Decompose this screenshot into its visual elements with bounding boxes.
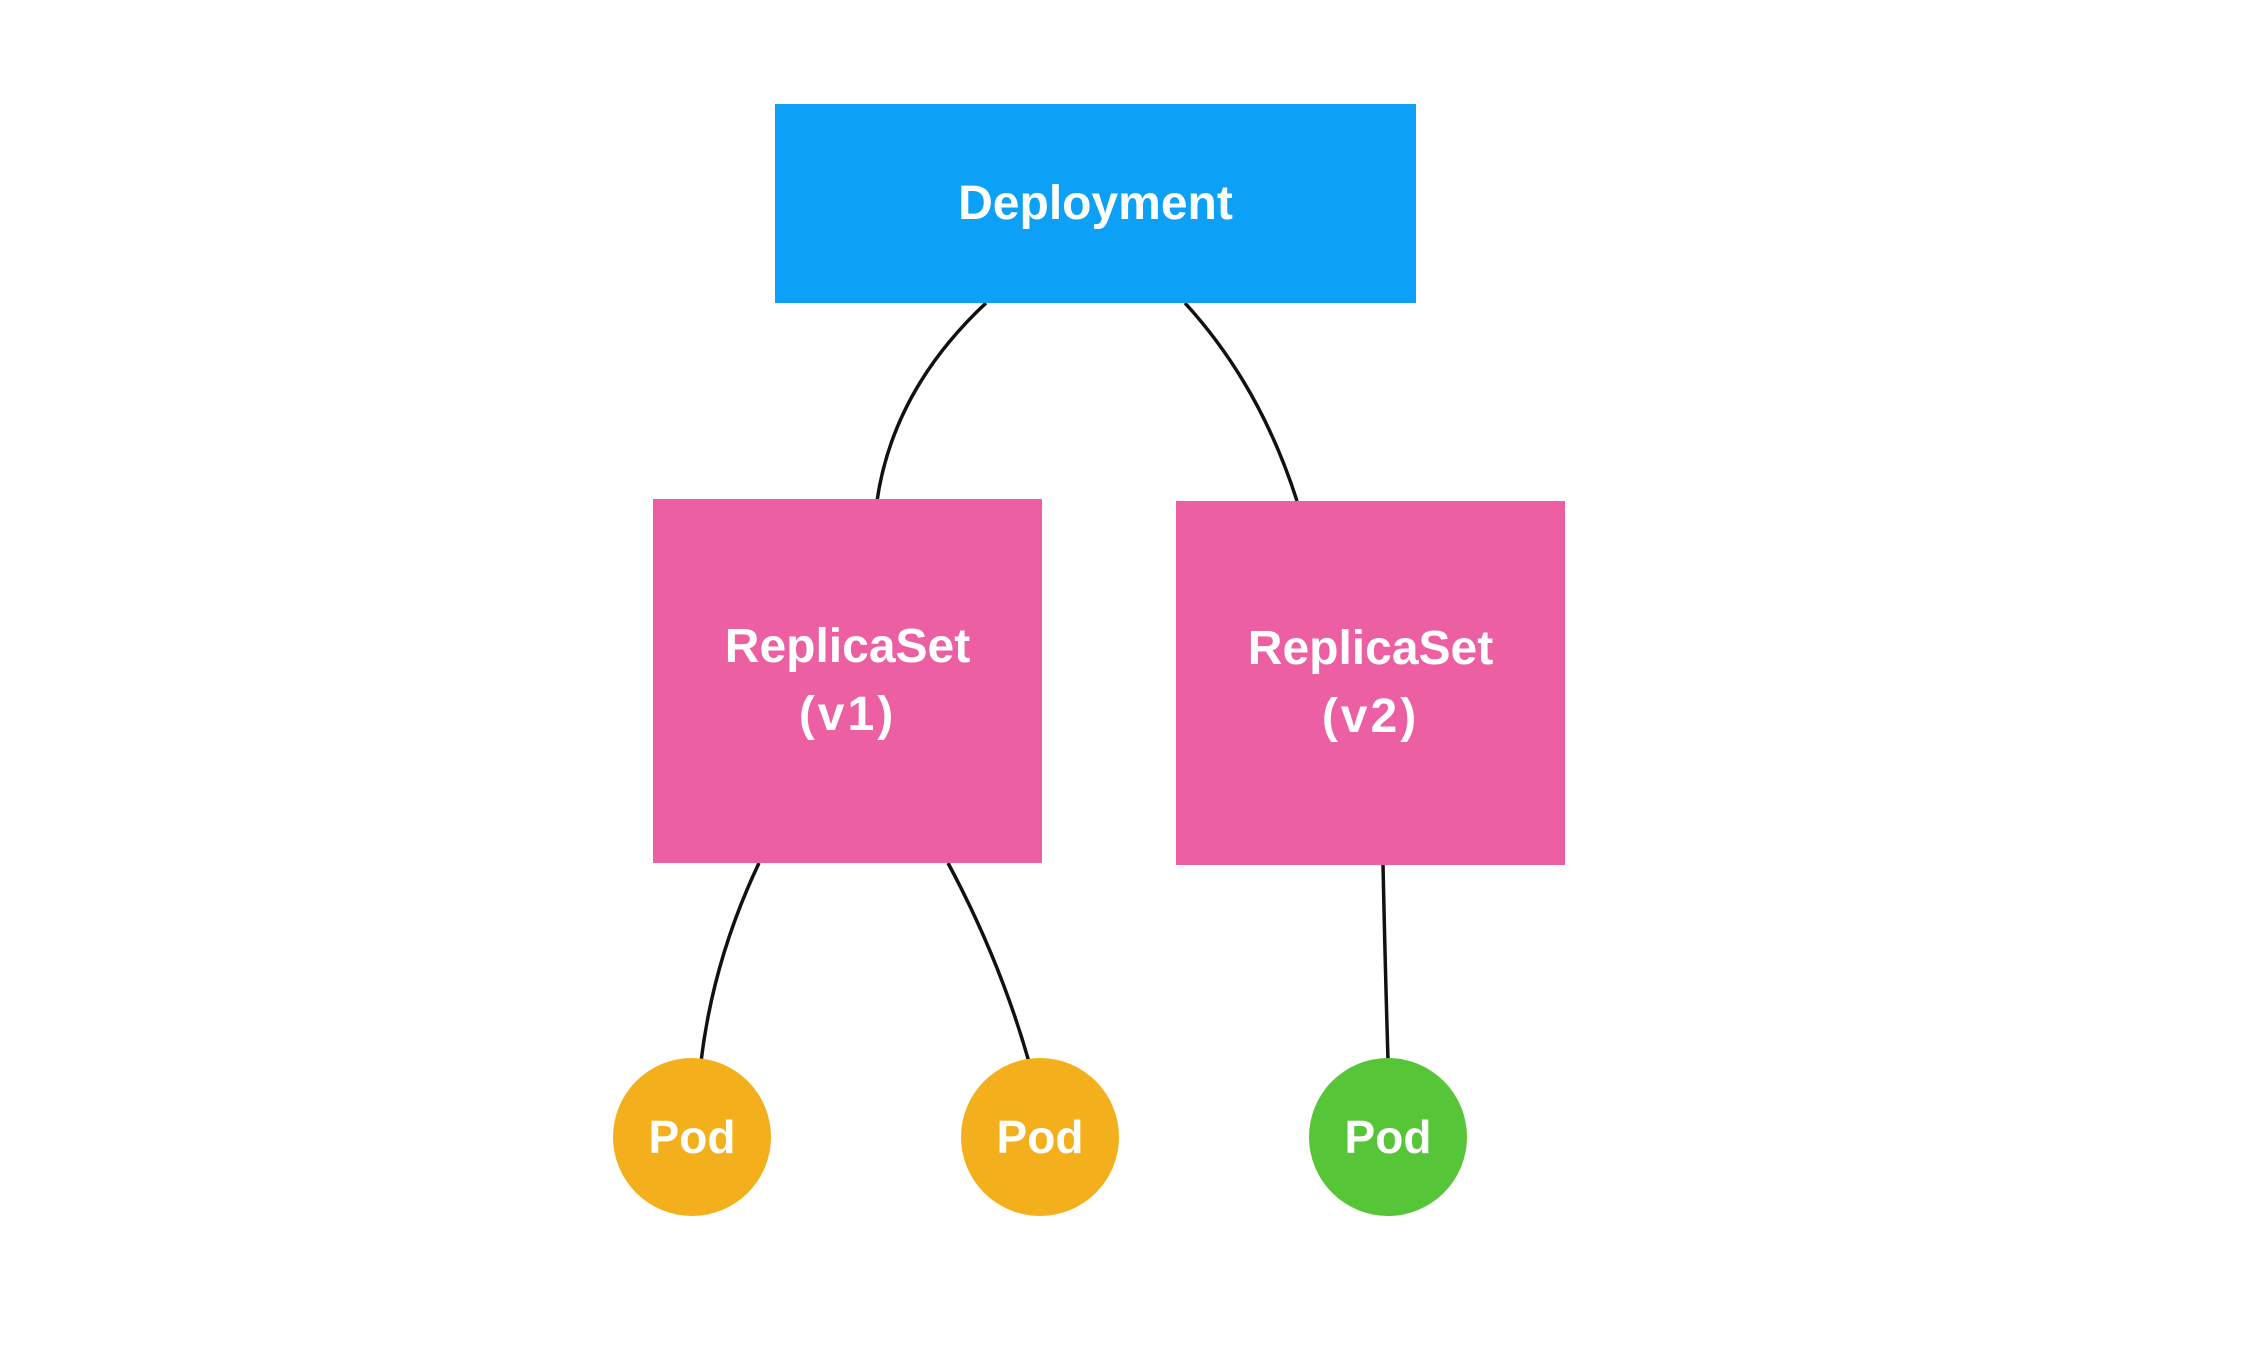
- node-replicaset-v1: ReplicaSet (v1): [653, 499, 1042, 863]
- node-pod-3-label: Pod: [1344, 1111, 1432, 1163]
- node-replicaset-v1-version: (v1): [798, 688, 897, 741]
- node-replicaset-v1-label: ReplicaSet: [724, 620, 971, 673]
- node-replicaset-v2-version: (v2): [1321, 690, 1420, 743]
- node-deployment-label: Deployment: [958, 177, 1233, 230]
- edge-replicaset-v2-pod-3: [1381, 863, 1390, 1061]
- node-pod-2: Pod: [961, 1058, 1119, 1216]
- node-replicaset-v2: ReplicaSet (v2): [1176, 501, 1565, 865]
- node-pod-2-label: Pod: [996, 1111, 1084, 1163]
- edge-replicaset-v1-pod-1: [699, 862, 761, 1063]
- edge-deployment-replicaset-v2: [1183, 301, 1299, 502]
- node-deployment: Deployment: [775, 104, 1416, 303]
- edge-replicaset-v1-pod-2: [946, 862, 1031, 1063]
- node-pod-1-label: Pod: [648, 1111, 736, 1163]
- node-pod-3: Pod: [1309, 1058, 1467, 1216]
- edge-deployment-replicaset-v1: [875, 301, 988, 502]
- node-pod-1: Pod: [613, 1058, 771, 1216]
- node-replicaset-v2-label: ReplicaSet: [1247, 622, 1494, 675]
